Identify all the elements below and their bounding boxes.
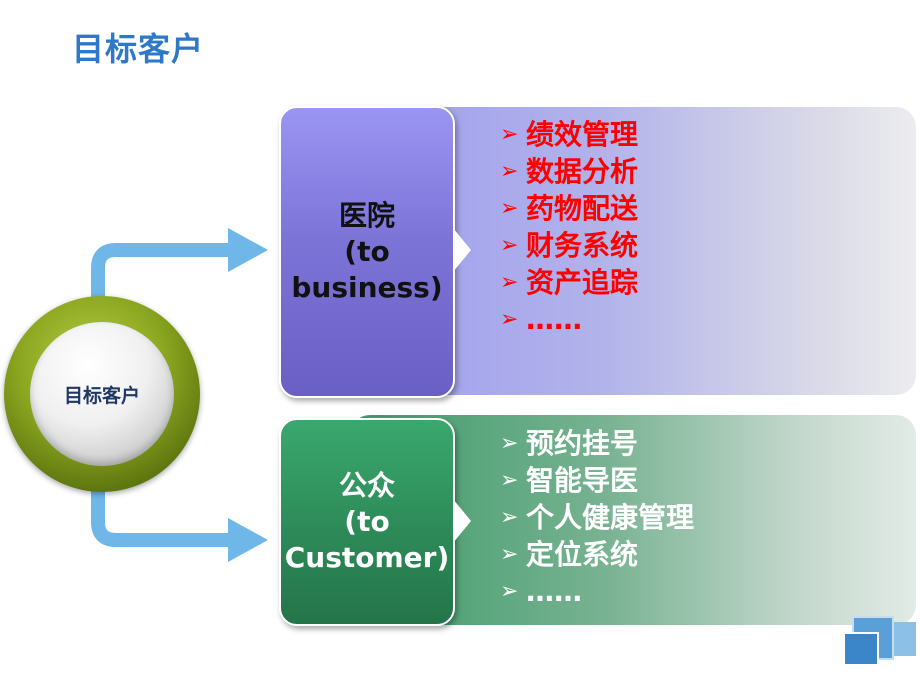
public-heading-line-3: Customer) [284, 541, 450, 574]
chevron-right-icon [453, 499, 471, 543]
arrow-bullet-icon: ➢ [500, 542, 519, 567]
list-item: ➢ …… [500, 573, 694, 610]
public-heading-line-2: (to [344, 505, 390, 538]
list-item: ➢ 财务系统 [500, 227, 638, 264]
list-item-label: 资产追踪 [526, 266, 639, 299]
list-item: ➢ 个人健康管理 [500, 499, 694, 536]
public-feature-list: ➢ 预约挂号 ➢ 智能导医 ➢ 个人健康管理 ➢ 定位系统 ➢ …… [500, 425, 694, 610]
arrow-bullet-icon: ➢ [500, 270, 519, 295]
list-item: ➢ …… [500, 301, 638, 338]
decorative-square [843, 632, 879, 666]
list-item: ➢ 资产追踪 [500, 264, 638, 301]
list-item-label: 数据分析 [526, 155, 639, 188]
list-item-label: 定位系统 [526, 538, 639, 571]
arrow-bullet-icon: ➢ [500, 431, 519, 456]
public-heading-line-1: 公众 [338, 469, 395, 502]
hospital-heading-line-3: business) [291, 271, 443, 304]
circle-label: 目标客户 [63, 384, 140, 407]
arrow-bullet-icon: ➢ [500, 307, 519, 332]
arrow-bullet-icon: ➢ [500, 579, 519, 604]
arrow-bullet-icon: ➢ [500, 159, 519, 184]
hospital-box: 医院 (to business) [279, 106, 455, 398]
list-item: ➢ 药物配送 [500, 190, 638, 227]
list-item: ➢ 数据分析 [500, 153, 638, 190]
list-item-label: 药物配送 [526, 192, 639, 225]
list-item: ➢ 预约挂号 [500, 425, 694, 462]
connector-arrow-bottom [91, 490, 230, 547]
target-customer-circle: 目标客户 [30, 322, 174, 466]
target-customer-ring: 目标客户 [4, 296, 200, 492]
list-item: ➢ 绩效管理 [500, 116, 638, 153]
list-item-label: …… [526, 575, 582, 608]
list-item: ➢ 定位系统 [500, 536, 694, 573]
arrow-bullet-icon: ➢ [500, 233, 519, 258]
arrow-bullet-icon: ➢ [500, 122, 519, 147]
list-item-label: 预约挂号 [526, 427, 639, 460]
hospital-feature-list: ➢ 绩效管理 ➢ 数据分析 ➢ 药物配送 ➢ 财务系统 ➢ 资产追踪 ➢ …… [500, 116, 638, 338]
list-item-label: …… [526, 303, 582, 336]
arrow-bullet-icon: ➢ [500, 505, 519, 530]
list-item-label: 绩效管理 [526, 118, 639, 151]
arrowhead-top [228, 228, 268, 272]
hospital-heading-line-2: (to [344, 235, 390, 268]
arrow-bullet-icon: ➢ [500, 468, 519, 493]
arrow-bullet-icon: ➢ [500, 196, 519, 221]
hospital-heading-line-1: 医院 [338, 199, 395, 232]
public-box: 公众 (to Customer) [279, 418, 455, 626]
list-item-label: 财务系统 [526, 229, 639, 262]
arrowhead-bottom [228, 518, 268, 562]
list-item-label: 个人健康管理 [526, 501, 695, 534]
chevron-right-icon [453, 228, 471, 272]
connector-arrow-top [91, 243, 230, 300]
list-item: ➢ 智能导医 [500, 462, 694, 499]
list-item-label: 智能导医 [526, 464, 639, 497]
page-title: 目标客户 [72, 30, 205, 68]
